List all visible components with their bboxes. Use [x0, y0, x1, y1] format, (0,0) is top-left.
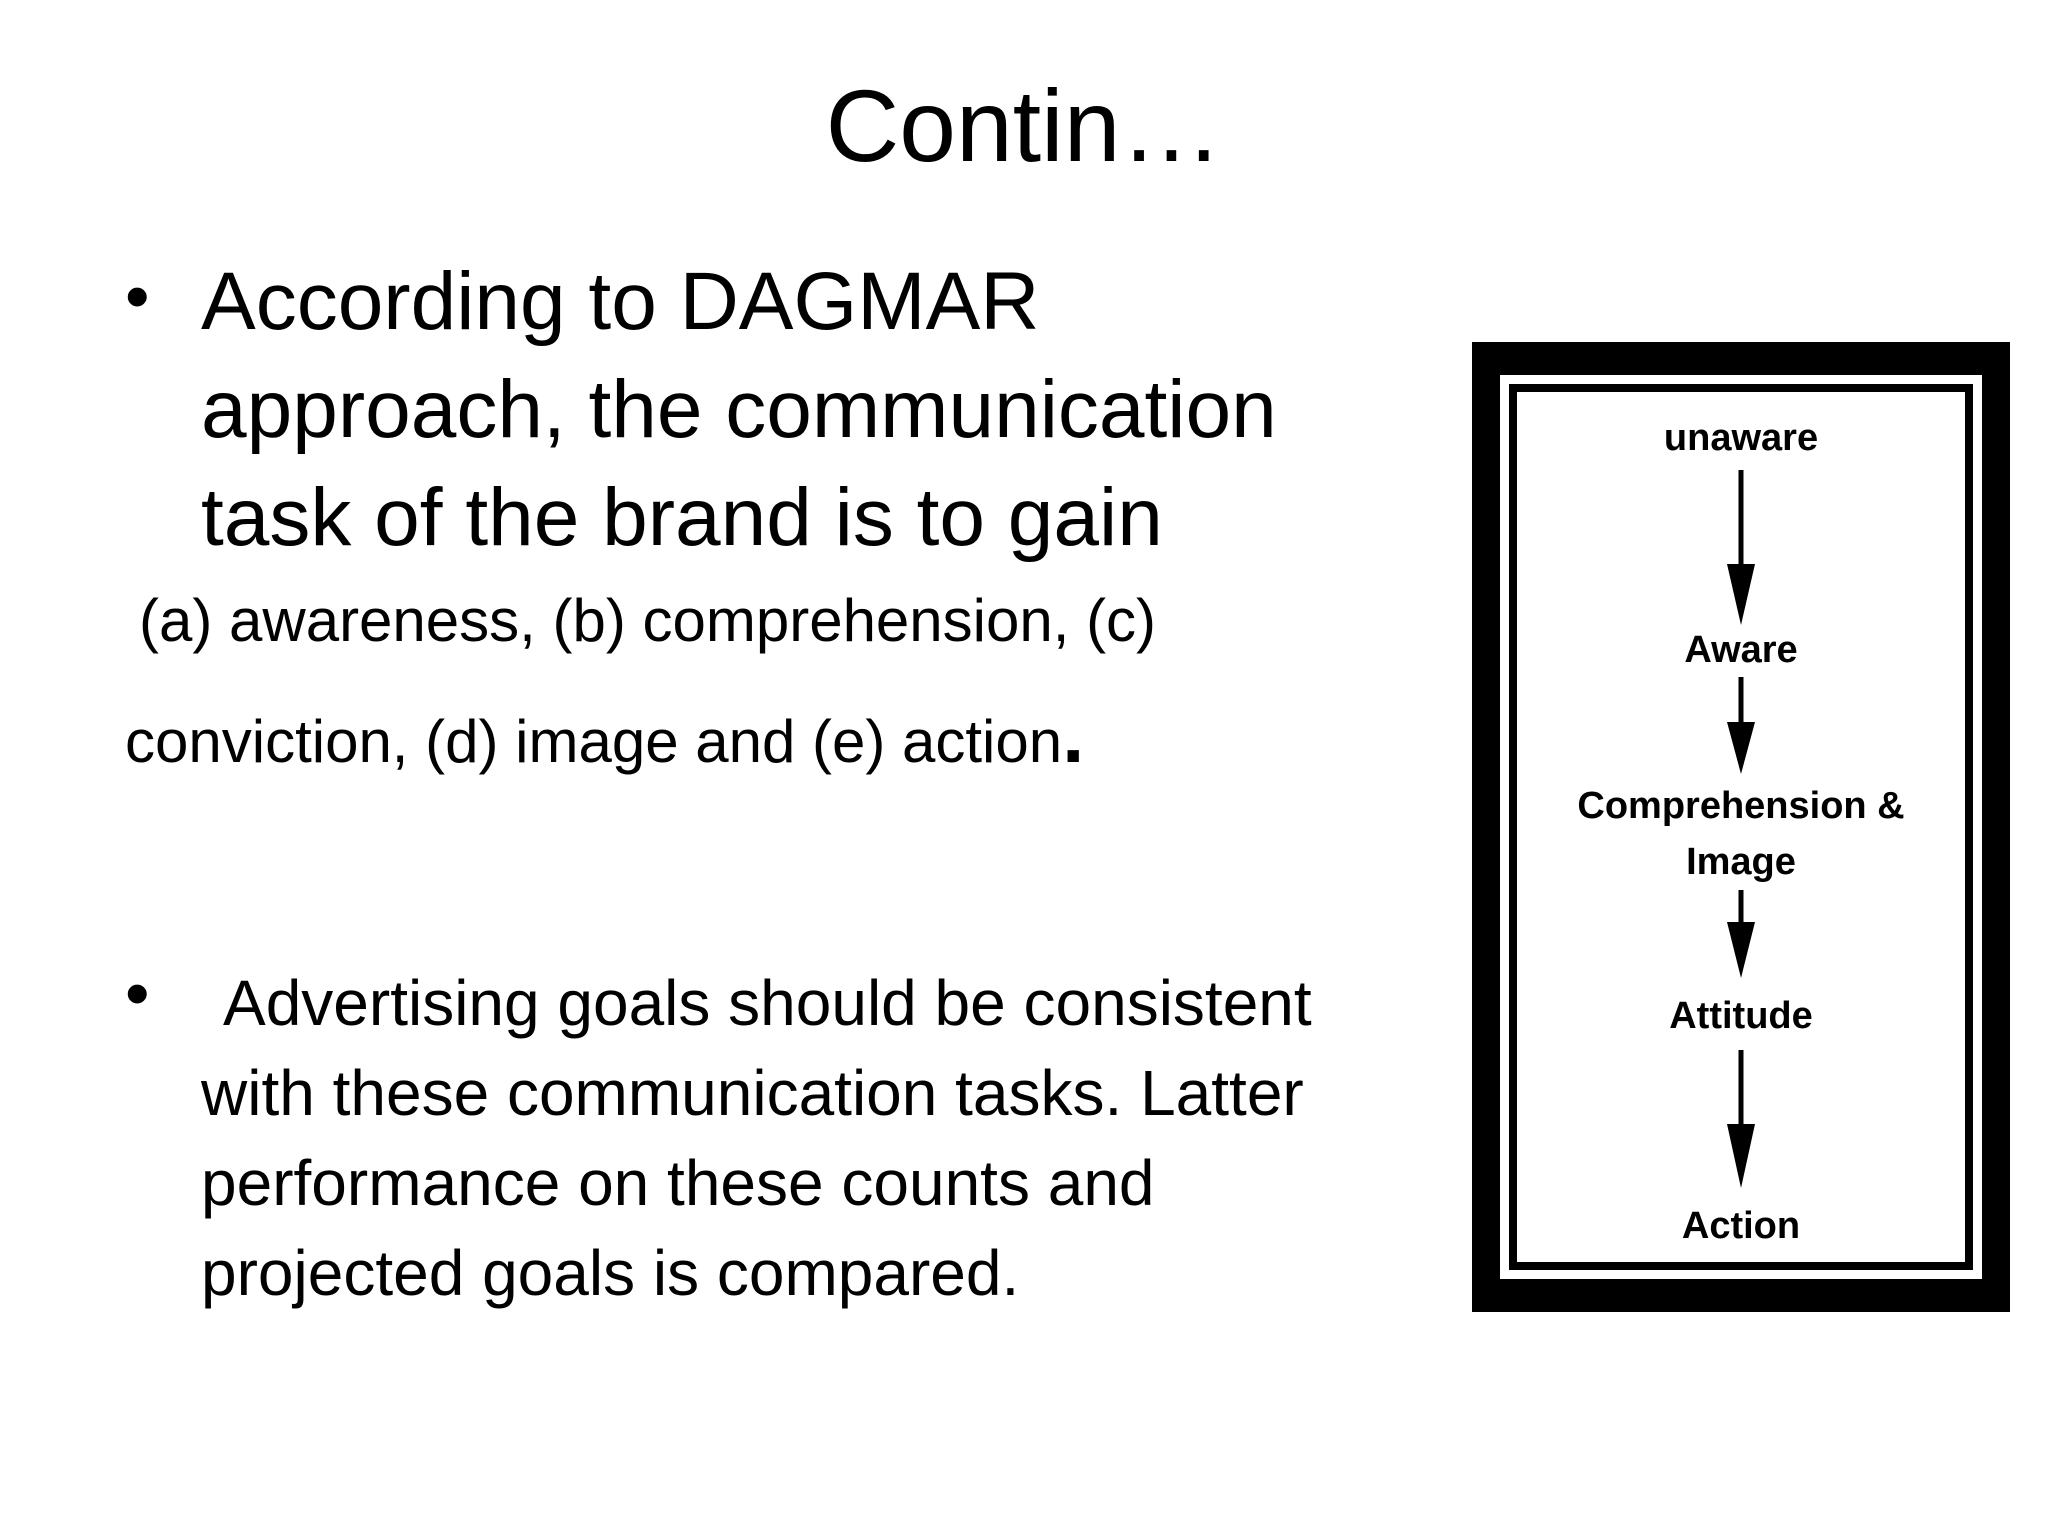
bullet-1-dot: •	[125, 257, 150, 335]
bullet-2-dot: •	[125, 954, 150, 1032]
arrow-down-icon	[1727, 470, 1755, 625]
bullet-2-line-3: performance on these counts and	[201, 1147, 1155, 1219]
bullet-1-line-3: task of the brand is to gain	[201, 472, 1163, 563]
paragraph-line-2-text: conviction, (d) image and (e) action	[125, 708, 1063, 775]
stage-unaware: unaware	[1663, 417, 1819, 459]
arrow-down-icon	[1727, 1050, 1755, 1188]
bullet-1-line-1: According to DAGMAR	[201, 256, 1040, 347]
paragraph-line-2: conviction, (d) image and (e) action.	[125, 678, 1455, 799]
bullet-2-line-4: projected goals is compared.	[201, 1237, 1020, 1309]
paragraph-end-period: .	[1062, 690, 1085, 779]
diagram-arrows	[1727, 470, 1755, 1188]
stage-action: Action	[1681, 1205, 1801, 1247]
bullet-2-line-1: Advertising goals should be consistent	[223, 967, 1312, 1039]
bullet-1-text: According to DAGMAR approach, the commun…	[201, 248, 1455, 572]
bullet-1-line-2: approach, the communication	[201, 364, 1277, 455]
stage-comprehension-image: Comprehension & Image	[1472, 778, 2010, 890]
stage-aware: Aware	[1684, 629, 1798, 671]
stage-comprehension-line-2: Image	[1686, 841, 1796, 883]
slide-title: Contin…	[825, 69, 1223, 183]
stage-attitude: Attitude	[1669, 995, 1813, 1037]
bullet-2-text: Advertising goals should be consistent w…	[201, 958, 1491, 1318]
stage-comprehension-line-1: Comprehension &	[1577, 785, 1905, 827]
bullet-2-line-2: with these communication tasks. Latter	[201, 1057, 1304, 1129]
paragraph-line-1: (a) awareness, (b) comprehension, (c)	[139, 587, 1157, 654]
arrow-down-icon	[1727, 890, 1755, 978]
arrow-down-icon	[1727, 677, 1755, 774]
dagmar-diagram: unaware Aware Comprehension & Image Atti…	[1472, 342, 2010, 1312]
